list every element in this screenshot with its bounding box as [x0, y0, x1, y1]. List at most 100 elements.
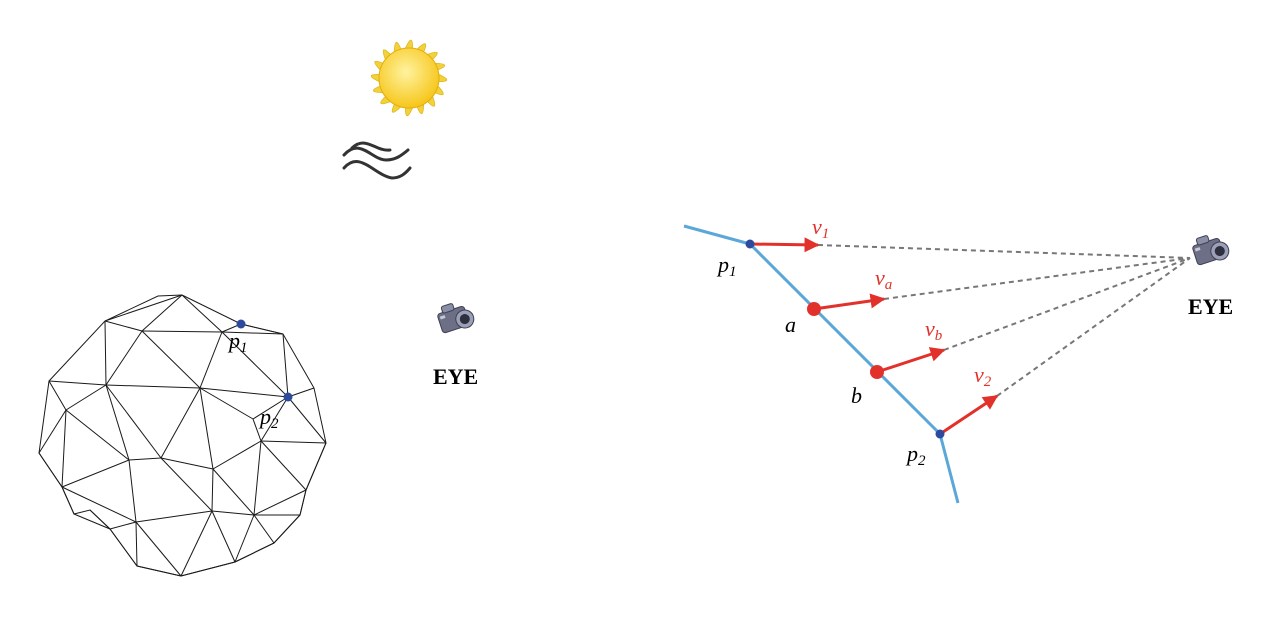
mesh-edge [89, 509, 111, 530]
mesh-edge [109, 528, 138, 567]
mesh-edge [211, 510, 255, 516]
mesh-edge [141, 330, 201, 389]
camera-top [440, 303, 455, 314]
sun-core [378, 47, 440, 109]
mesh-edge [252, 418, 262, 442]
sun-ray [370, 74, 380, 83]
mesh-edge [199, 387, 214, 470]
left-label-p1: p1 [227, 328, 248, 356]
camera-icon [437, 303, 475, 334]
mesh-edge [253, 514, 275, 544]
mesh-edge [160, 387, 201, 459]
mesh-edge [260, 396, 289, 442]
mesh-edge [282, 333, 289, 398]
right-vertex-p2 [935, 429, 945, 439]
mesh-edge [199, 387, 289, 398]
mesh-edge [61, 409, 67, 488]
right-label-p1: p1 [716, 252, 737, 280]
wireframe-sphere [38, 294, 327, 577]
mesh-edge [128, 459, 137, 523]
mesh-edge [104, 320, 107, 386]
point-b [870, 365, 884, 379]
label-v2: v2 [974, 362, 992, 390]
mesh-edge [105, 384, 130, 461]
mesh-edge [61, 459, 130, 488]
left-eye-label: EYE [433, 364, 478, 389]
vector-va [813, 293, 886, 311]
mesh-edge [234, 514, 255, 563]
mesh-edge [199, 387, 254, 420]
mesh-edge [104, 294, 183, 322]
camera-flash [1194, 247, 1201, 252]
mesh-edge [105, 330, 143, 386]
vector-v1 [749, 237, 820, 253]
mesh-edge [38, 409, 67, 454]
view-vectors [749, 237, 999, 436]
sight-line-vb [943, 257, 1191, 351]
mesh-edge [135, 510, 213, 523]
mesh-edge [48, 380, 107, 386]
mesh-edge [65, 384, 107, 411]
left-vertex-p1 [236, 319, 246, 329]
mesh-edge [287, 396, 327, 444]
mesh-edge [180, 510, 213, 577]
vector-vb [876, 347, 946, 374]
mesh-edge [305, 442, 327, 491]
sun-ray [438, 73, 448, 82]
camera-top [1195, 235, 1210, 246]
right-vertex-p1 [745, 239, 755, 249]
mesh-edge [128, 457, 162, 461]
mesh-edge [260, 440, 307, 491]
camera-icon [1192, 235, 1230, 266]
mesh-edge [260, 440, 327, 444]
sight-lines [817, 244, 1191, 397]
point-a [807, 302, 821, 316]
sun-icon [370, 39, 448, 117]
mesh-edge [221, 331, 289, 398]
left-label-p2: p2 [258, 404, 279, 432]
mesh-edge [105, 384, 201, 389]
sun-ray [405, 107, 414, 117]
mesh-edge [212, 468, 255, 516]
label-b: b [851, 383, 862, 408]
mesh-edge [141, 294, 183, 332]
mesh-edge [135, 521, 138, 567]
camera-flash [439, 315, 446, 320]
mesh-edge [61, 486, 75, 515]
sight-line-va [883, 257, 1191, 300]
mesh-edge [38, 452, 63, 488]
label-v1: v1 [812, 214, 829, 242]
mesh-edge [299, 489, 307, 516]
left-vertex-p2 [283, 392, 293, 402]
label-va: va [875, 265, 892, 293]
mesh-edge [252, 396, 289, 420]
mesh-edge [73, 513, 111, 530]
surface-edge [683, 224, 960, 504]
mesh-edge [48, 380, 67, 411]
mesh-edge [65, 409, 130, 461]
label-vb: vb [925, 316, 943, 344]
camera-lens-glass [459, 314, 470, 325]
right-label-p2: p2 [905, 441, 926, 469]
label-a: a [785, 312, 796, 337]
camera-lens-glass [1214, 246, 1225, 257]
mesh-edge [181, 294, 223, 333]
mesh-edge [61, 486, 137, 523]
sight-line-v1 [817, 244, 1191, 259]
mesh-edge [141, 330, 223, 333]
mesh-edge [105, 384, 162, 459]
mesh-edge [212, 440, 262, 470]
mesh-edge [221, 331, 284, 335]
mesh-edge [234, 542, 275, 563]
mesh-edge [160, 457, 214, 470]
mesh-edge [211, 468, 214, 512]
mesh-edge [135, 521, 182, 577]
mesh-edge [104, 320, 143, 332]
mesh-edge [287, 387, 315, 398]
sun-ray [404, 39, 413, 49]
mesh-edge [240, 323, 284, 335]
mesh-edge [160, 457, 213, 512]
mesh-edge [253, 440, 262, 516]
sight-line-v2 [996, 257, 1191, 397]
mesh-edge [211, 510, 236, 563]
